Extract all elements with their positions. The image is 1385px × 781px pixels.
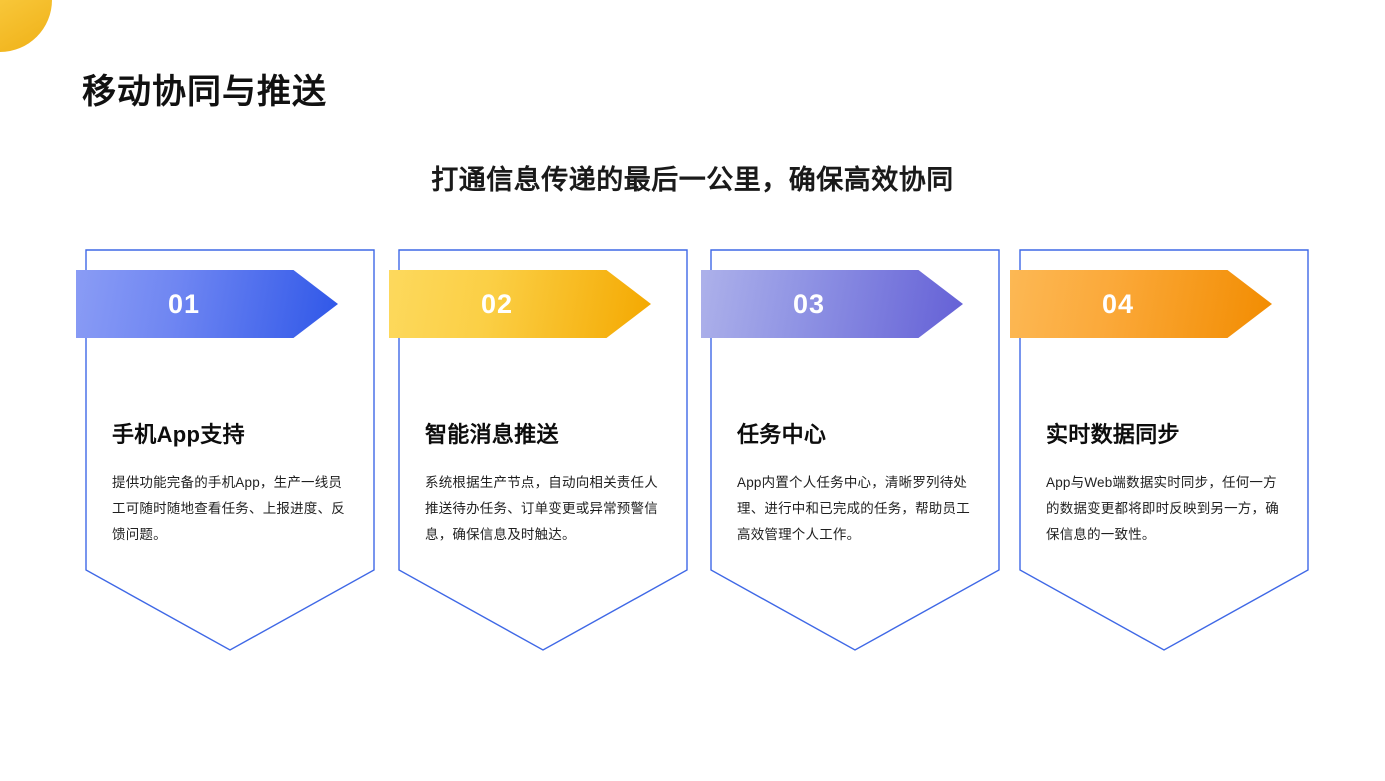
corner-decoration-circle-icon	[0, 0, 52, 52]
page-subtitle: 打通信息传递的最后一公里，确保高效协同	[431, 165, 954, 195]
card-number-label: 03	[792, 288, 826, 319]
card-heading: 任务中心	[737, 422, 827, 447]
feature-card-list: 01 手机App支持 提供功能完备的手机App，生产一线员工可随时随地查看任务、…	[76, 250, 1312, 660]
card-heading: 智能消息推送	[425, 422, 559, 447]
card-outline-shape	[399, 250, 687, 650]
card-description: App与Web端数据实时同步，任何一方的数据变更都将即时反映到另一方，确保信息的…	[1046, 475, 1279, 543]
card-heading: 手机App支持	[112, 422, 245, 447]
feature-card[interactable]: 01 手机App支持 提供功能完备的手机App，生产一线员工可随时随地查看任务、…	[76, 250, 364, 650]
feature-card[interactable]: 02 智能消息推送 系统根据生产节点，自动向相关责任人推送待办任务、订单变更或异…	[389, 250, 677, 650]
card-description: 系统根据生产节点，自动向相关责任人推送待办任务、订单变更或异常预警信息，确保信息…	[425, 475, 658, 543]
card-outline-shape	[711, 250, 999, 650]
card-content: 实时数据同步 App与Web端数据实时同步，任何一方的数据变更都将即时反映到另一…	[1046, 422, 1280, 548]
card-outline-shape	[86, 250, 374, 650]
card-number-label: 04	[1101, 288, 1135, 319]
feature-card[interactable]: 03 任务中心 App内置个人任务中心，清晰罗列待处理、进行中和已完成的任务，帮…	[701, 250, 989, 650]
feature-card[interactable]: 04 实时数据同步 App与Web端数据实时同步，任何一方的数据变更都将即时反映…	[1010, 250, 1298, 650]
card-description: App内置个人任务中心，清晰罗列待处理、进行中和已完成的任务，帮助员工高效管理个…	[737, 475, 970, 543]
page-title: 移动协同与推送	[82, 73, 327, 111]
card-content: 智能消息推送 系统根据生产节点，自动向相关责任人推送待办任务、订单变更或异常预警…	[425, 422, 659, 548]
card-number-banner: 03	[701, 270, 963, 338]
card-number-label: 01	[167, 288, 201, 319]
card-heading: 实时数据同步	[1046, 422, 1180, 447]
card-content: 手机App支持 提供功能完备的手机App，生产一线员工可随时随地查看任务、上报进…	[112, 422, 346, 548]
card-number-label: 02	[480, 288, 514, 319]
card-number-banner: 02	[389, 270, 651, 338]
card-description: 提供功能完备的手机App，生产一线员工可随时随地查看任务、上报进度、反馈问题。	[112, 475, 345, 543]
card-outline-shape	[1020, 250, 1308, 650]
card-number-banner: 01	[76, 270, 338, 338]
card-content: 任务中心 App内置个人任务中心，清晰罗列待处理、进行中和已完成的任务，帮助员工…	[737, 422, 971, 548]
card-number-banner: 04	[1010, 270, 1272, 338]
